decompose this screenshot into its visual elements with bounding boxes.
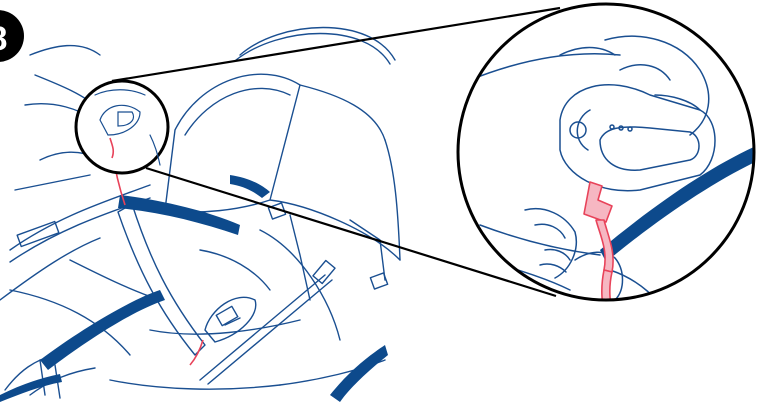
canopy-arc xyxy=(240,28,395,61)
step-badge: 8 xyxy=(0,10,24,62)
seat-frame xyxy=(165,74,300,212)
dark-fabric-bands xyxy=(0,175,388,402)
magnified-detail-circle xyxy=(458,4,759,320)
small-detail-circle xyxy=(76,81,168,173)
step-number: 8 xyxy=(0,20,7,58)
harness-buckle xyxy=(205,297,256,342)
